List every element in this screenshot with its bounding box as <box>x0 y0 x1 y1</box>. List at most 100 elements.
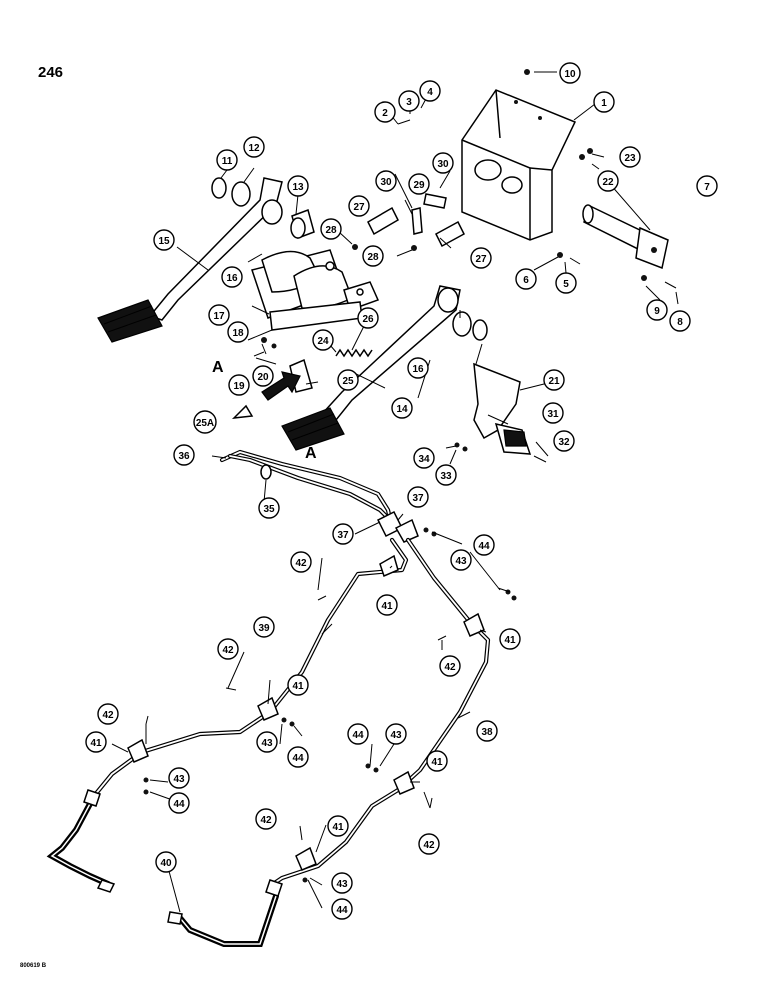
svg-text:42: 42 <box>295 558 307 569</box>
svg-text:19: 19 <box>233 381 245 392</box>
callout-33: 33 <box>435 464 457 486</box>
callout-26: 26 <box>357 307 379 329</box>
callout-44-d: 44 <box>347 723 369 745</box>
callout-4: 4 <box>419 80 441 102</box>
callout-42-e: 42 <box>418 833 440 855</box>
callout-14: 14 <box>391 397 413 419</box>
svg-text:43: 43 <box>336 879 348 890</box>
callout-39: 39 <box>253 616 275 638</box>
callout-3: 3 <box>398 90 420 112</box>
callout-10: 10 <box>559 62 581 84</box>
svg-text:41: 41 <box>381 601 393 612</box>
brake-pedal-left <box>97 177 283 343</box>
pivot-shaft <box>582 204 669 270</box>
callout-42-d: 42 <box>97 703 119 725</box>
brake-pedal-right <box>281 285 461 451</box>
svg-text:1: 1 <box>601 98 607 109</box>
svg-text:16: 16 <box>226 273 238 284</box>
callout-43-b: 43 <box>256 731 278 753</box>
svg-text:26: 26 <box>362 314 374 325</box>
svg-text:37: 37 <box>412 493 424 504</box>
svg-text:36: 36 <box>178 451 190 462</box>
return-spring <box>335 348 373 358</box>
callout-28-top: 28 <box>320 218 342 240</box>
svg-text:2: 2 <box>382 108 388 119</box>
callout-23: 23 <box>619 146 641 168</box>
svg-text:37: 37 <box>337 530 349 541</box>
direction-arrow <box>261 371 301 401</box>
svg-text:35: 35 <box>263 504 275 515</box>
svg-text:29: 29 <box>413 180 425 191</box>
svg-text:30: 30 <box>437 159 449 170</box>
view-ref-a-bottom: A <box>305 445 317 462</box>
callout-22: 22 <box>597 170 619 192</box>
svg-text:11: 11 <box>222 156 233 167</box>
svg-text:25: 25 <box>342 376 354 387</box>
callout-37-left: 37 <box>332 523 354 545</box>
callout-27-bottom: 27 <box>470 247 492 269</box>
svg-text:32: 32 <box>558 437 570 448</box>
svg-text:42: 42 <box>423 840 435 851</box>
svg-text:44: 44 <box>292 753 304 764</box>
svg-text:25A: 25A <box>196 418 214 429</box>
svg-text:41: 41 <box>90 738 102 749</box>
callout-43-c: 43 <box>168 767 190 789</box>
svg-text:21: 21 <box>548 376 560 387</box>
svg-text:41: 41 <box>431 757 443 768</box>
svg-text:28: 28 <box>325 225 337 236</box>
svg-text:34: 34 <box>418 454 430 465</box>
svg-text:24: 24 <box>317 336 329 347</box>
brake-lines <box>46 449 491 947</box>
callout-37-right: 37 <box>407 486 429 508</box>
svg-text:38: 38 <box>481 727 493 738</box>
hardware <box>143 69 677 883</box>
callout-9: 9 <box>646 299 668 321</box>
callout-27-top: 27 <box>348 195 370 217</box>
svg-text:42: 42 <box>260 815 272 826</box>
svg-text:40: 40 <box>160 858 172 869</box>
svg-text:30: 30 <box>380 177 392 188</box>
svg-text:42: 42 <box>444 662 456 673</box>
callout-43-a: 43 <box>450 549 472 571</box>
svg-text:7: 7 <box>704 182 710 193</box>
callout-42-b: 42 <box>439 655 461 677</box>
svg-text:28: 28 <box>367 252 379 263</box>
svg-text:8: 8 <box>677 317 683 328</box>
master-cylinder-assembly <box>251 249 380 331</box>
callouts: 1 2 3 4 5 6 7 8 9 10 11 12 13 14 15 16 1… <box>85 62 718 920</box>
svg-text:16: 16 <box>412 364 424 375</box>
svg-text:43: 43 <box>390 730 402 741</box>
retaining-clip <box>231 404 254 419</box>
callout-19: 19 <box>228 374 250 396</box>
callout-6: 6 <box>515 268 537 290</box>
svg-text:44: 44 <box>336 905 348 916</box>
callout-17: 17 <box>208 304 230 326</box>
callout-2: 2 <box>374 101 396 123</box>
callout-44-b: 44 <box>287 746 309 768</box>
svg-text:20: 20 <box>257 372 269 383</box>
callout-16-right: 16 <box>407 357 429 379</box>
callout-31: 31 <box>542 402 564 424</box>
callout-28-bottom: 28 <box>362 245 384 267</box>
callout-25a: 25A <box>193 410 217 434</box>
svg-text:42: 42 <box>222 645 234 656</box>
callout-32: 32 <box>553 430 575 452</box>
mounting-bracket <box>473 362 532 455</box>
callout-21: 21 <box>543 369 565 391</box>
figure-code: 800619 B <box>20 963 47 969</box>
view-ref-a-left: A <box>212 359 224 376</box>
callout-41-e: 41 <box>426 750 448 772</box>
svg-text:18: 18 <box>232 328 244 339</box>
page-number: 246 <box>38 64 63 81</box>
svg-text:43: 43 <box>455 556 467 567</box>
svg-text:42: 42 <box>102 710 114 721</box>
svg-text:9: 9 <box>654 306 660 317</box>
svg-text:23: 23 <box>624 153 636 164</box>
svg-text:41: 41 <box>292 681 304 692</box>
svg-text:12: 12 <box>248 143 260 154</box>
svg-text:33: 33 <box>440 471 452 482</box>
callout-18: 18 <box>227 321 249 343</box>
svg-text:43: 43 <box>173 774 185 785</box>
svg-text:27: 27 <box>475 254 487 265</box>
callout-44-c: 44 <box>168 792 190 814</box>
